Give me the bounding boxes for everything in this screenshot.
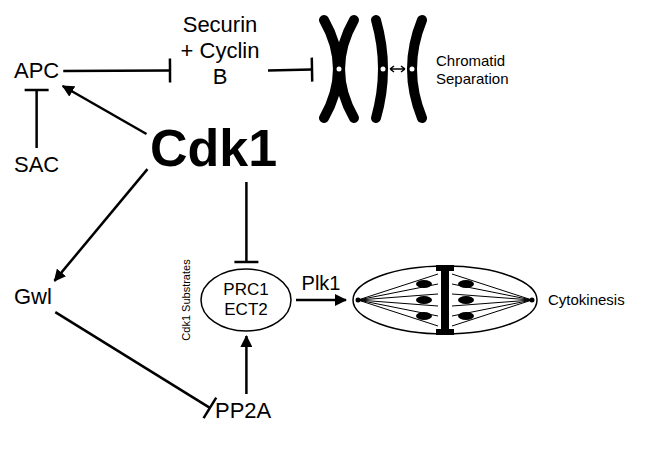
kinase-label: Cdk1 <box>150 118 277 178</box>
substrate-name: PRC1 ECT2 <box>218 280 274 320</box>
inhibition-connector <box>268 68 312 71</box>
group-heading: Cdk1 Substrates <box>180 259 193 340</box>
cell-outline <box>353 266 537 334</box>
kinase-label: Plk1 <box>300 272 343 294</box>
centromere-dot <box>410 67 415 72</box>
chromosome-blob <box>458 296 474 304</box>
chromosome-blob <box>416 312 432 320</box>
spindle-pole <box>530 298 535 303</box>
spindle-illustration <box>350 262 540 338</box>
node-label: Securin + Cyclin B <box>176 12 264 90</box>
activation-connector <box>245 336 248 394</box>
chromatid-figure: Chromatid Separation <box>318 12 516 127</box>
regulator-label: SAC <box>14 152 59 178</box>
chromosome-blob <box>458 280 474 288</box>
activation-connector <box>54 169 147 281</box>
node-label: Cdk1 <box>150 118 277 178</box>
node-label: SAC <box>14 152 59 178</box>
kinase-label: Gwl <box>14 284 52 310</box>
substrate-label: Securin + Cyclin B <box>176 12 264 90</box>
chromosome-blob <box>416 280 432 288</box>
node-label: Gwl <box>14 284 52 310</box>
spindle-pole <box>356 298 361 303</box>
activation-connector <box>63 86 147 134</box>
ellipse-body: PRC1 ECT2 <box>200 268 292 332</box>
centromere-dot <box>381 67 386 72</box>
spindle-fiber <box>358 300 438 326</box>
ellipse-shape <box>201 269 291 331</box>
regulator-label: APC <box>14 58 59 84</box>
chromatid-shape <box>340 20 354 118</box>
midbody-cap <box>436 329 454 335</box>
activation-connector <box>296 299 346 302</box>
inhibition-connector <box>35 90 38 148</box>
chromosome-illustration <box>318 12 428 127</box>
midbody-cap <box>436 265 454 271</box>
chromosome-blob <box>458 312 474 320</box>
chromosome-blob <box>416 296 432 304</box>
node-label: PP2A <box>215 398 271 424</box>
node-label: APC <box>14 58 59 84</box>
separation-arrow <box>390 66 405 72</box>
spindle-fiber <box>452 300 532 326</box>
centromere-dot <box>337 67 342 72</box>
process-label: Chromatid Separation <box>436 52 516 88</box>
substrate-ellipse: Cdk1 SubstratesPRC1 ECT2 <box>178 268 292 332</box>
inhibition-connector <box>63 69 170 72</box>
spindle-fiber <box>358 274 438 300</box>
cytokinesis-figure: Cytokinesis <box>350 262 625 338</box>
spindle-fiber <box>452 274 532 300</box>
process-label: Cytokinesis <box>548 291 625 309</box>
connector-group <box>37 70 346 408</box>
phosphatase-label: PP2A <box>215 398 271 424</box>
inhibition-connector <box>245 182 248 262</box>
midbody-band <box>441 270 449 330</box>
